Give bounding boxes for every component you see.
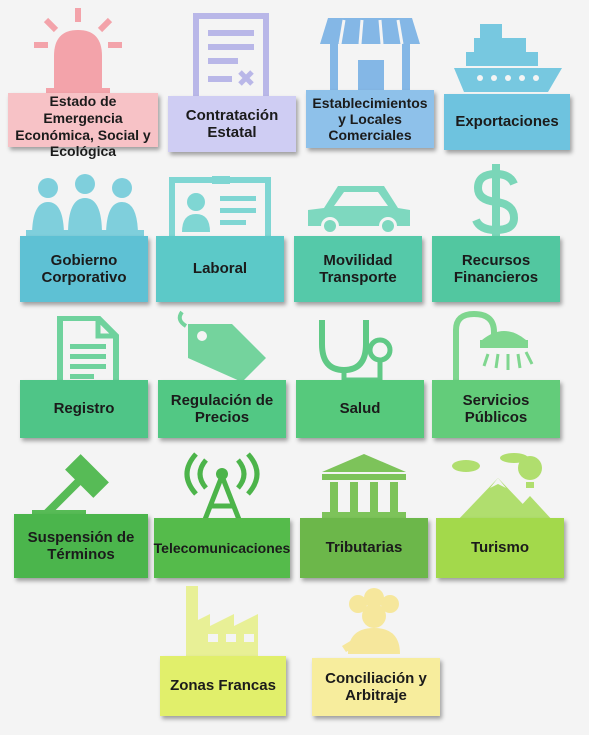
ship-icon	[454, 24, 562, 92]
tile-label: Conciliación y Arbitraje	[312, 658, 440, 716]
bank-icon	[322, 454, 406, 520]
gavel-icon	[32, 454, 109, 518]
tile-label: Recursos Financieros	[432, 236, 560, 302]
document-icon	[57, 316, 119, 386]
tile-tributarias[interactable]: Tributarias	[300, 452, 428, 578]
factory-icon	[186, 586, 258, 658]
mountain-balloon-icon	[452, 453, 554, 522]
id-badge-icon	[169, 176, 271, 242]
tile-establecimientos[interactable]: Establecimientos y Locales Comerciales	[306, 16, 436, 150]
tile-zonas-francas[interactable]: Zonas Francas	[160, 584, 286, 716]
shower-icon	[453, 310, 534, 382]
tile-label: Turismo	[436, 518, 564, 578]
tile-gobierno-corporativo[interactable]: Gobierno Corporativo	[20, 172, 150, 302]
tile-label: Exportaciones	[444, 94, 570, 150]
tile-telecomunicaciones[interactable]: Telecomunicaciones	[154, 452, 290, 578]
meeting-icon	[26, 174, 144, 242]
stethoscope-icon	[319, 320, 393, 382]
tile-label: Estado de Emergencia Económica, Social y…	[8, 93, 158, 159]
antenna-tower-icon	[184, 452, 260, 522]
tile-label: Registro	[20, 380, 148, 438]
tile-label: Regulación de Precios	[158, 380, 286, 438]
tile-recursos-financieros[interactable]: Recursos Financieros	[432, 162, 562, 302]
tile-contratacion-estatal[interactable]: Contratación Estatal	[168, 10, 300, 152]
siren-icon	[34, 8, 122, 98]
tile-label: Tributarias	[300, 518, 428, 578]
tile-label: Telecomunicaciones	[154, 518, 290, 578]
handshake-people-icon	[342, 588, 400, 654]
price-tag-icon	[177, 310, 266, 382]
tile-movilidad[interactable]: Movilidad Transporte	[294, 180, 424, 302]
tile-label: Contratación Estatal	[168, 96, 296, 152]
dollar-icon	[472, 164, 519, 240]
car-icon	[308, 186, 410, 235]
tile-label: Salud	[296, 380, 424, 438]
tile-registro[interactable]: Registro	[20, 316, 150, 438]
tile-label: Gobierno Corporativo	[20, 236, 148, 302]
tile-estado-emergencia[interactable]: Estado de Emergencia Económica, Social y…	[8, 6, 160, 166]
tile-label: Servicios Públicos	[432, 380, 560, 438]
tile-label: Zonas Francas	[160, 656, 286, 716]
tile-regulacion-precios[interactable]: Regulación de Precios	[158, 310, 288, 438]
tile-servicios-publicos[interactable]: Servicios Públicos	[432, 310, 562, 438]
storefront-icon	[320, 18, 420, 94]
tile-label: Laboral	[156, 236, 284, 302]
tile-label: Suspensión de Términos	[14, 514, 148, 578]
tile-laboral[interactable]: Laboral	[156, 176, 286, 302]
tile-turismo[interactable]: Turismo	[436, 452, 566, 578]
document-form-icon	[193, 13, 269, 102]
tile-label: Movilidad Transporte	[294, 236, 422, 302]
tile-salud[interactable]: Salud	[296, 318, 426, 438]
tile-suspension-terminos[interactable]: Suspensión de Términos	[14, 452, 148, 578]
tile-conciliacion-arbitraje[interactable]: Conciliación y Arbitraje	[312, 588, 440, 716]
tile-label: Establecimientos y Locales Comerciales	[306, 90, 434, 148]
tile-exportaciones[interactable]: Exportaciones	[444, 20, 574, 150]
